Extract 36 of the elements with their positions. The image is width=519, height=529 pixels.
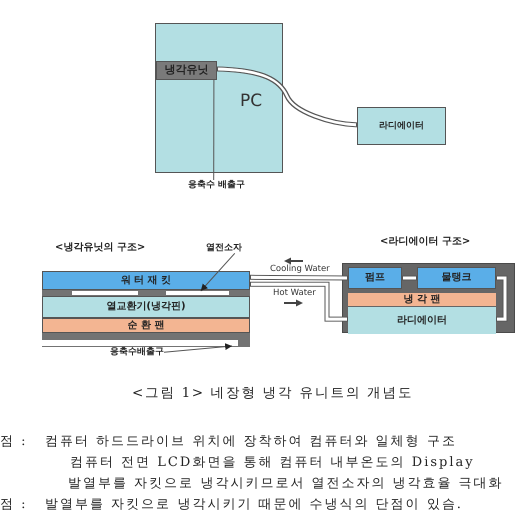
case-label: PC [240,91,262,112]
pump-box: 펌프 [348,267,402,289]
fan-layer: 냉 각 팬 [348,293,496,306]
edge-label: Cooling Water [270,265,330,274]
body-text: 발열부를 자킷으로 냉각시키므로서 열전소자의 냉각효율 극대화 [68,477,504,492]
pipe [250,274,348,280]
pipe [250,282,348,322]
radiator-layer: 라디에이터 [348,307,496,334]
heat-exchanger-layer: 열교환기(냉각핀) [42,296,250,318]
water-jacket-layer: 워 터 재 킷 [42,271,250,290]
pipe [402,276,417,280]
callout-label: 응축수 배출구 [188,180,246,190]
section-heading: <라디에이터 구조> [380,236,470,247]
leader-line [213,80,214,180]
row-label: 점 : [0,498,28,512]
section-heading: <냉각유닛의 구조> [55,242,146,253]
cooling-unit-box: 냉각유닛 [156,61,217,80]
pc-case [155,23,283,173]
thermoelectric-element [166,291,229,295]
body-text: 발열부를 자킷으로 냉각시키기 때문에 수냉식의 단점이 있슴. [45,498,463,512]
pipe [496,276,508,322]
leader-arrow [164,343,233,353]
radiator-housing [342,263,515,333]
radiator-box: 라디에이터 [357,107,446,145]
fan-layer: 순 환 팬 [42,318,250,333]
caption: <그림 1> 네장형 냉각 유니트의 개념도 [132,386,414,401]
drain-channel [42,340,238,346]
callout-label: 열전소자 [206,243,242,254]
body-text: 컴퓨터 전면 LCD화면을 통해 컴퓨터 내부온도의 Display [70,456,475,470]
callout-label: 응축수배출구 [110,347,164,358]
edge-label: Hot Water [273,289,316,298]
leader-arrow [200,252,236,292]
body-text: 컴퓨터 하드드라이브 위치에 장착하여 컴퓨터와 일체형 구조 [45,435,457,450]
row-label: 점 : [0,435,28,450]
pipe [216,66,358,128]
water-tank-box: 물탱크 [417,267,496,289]
